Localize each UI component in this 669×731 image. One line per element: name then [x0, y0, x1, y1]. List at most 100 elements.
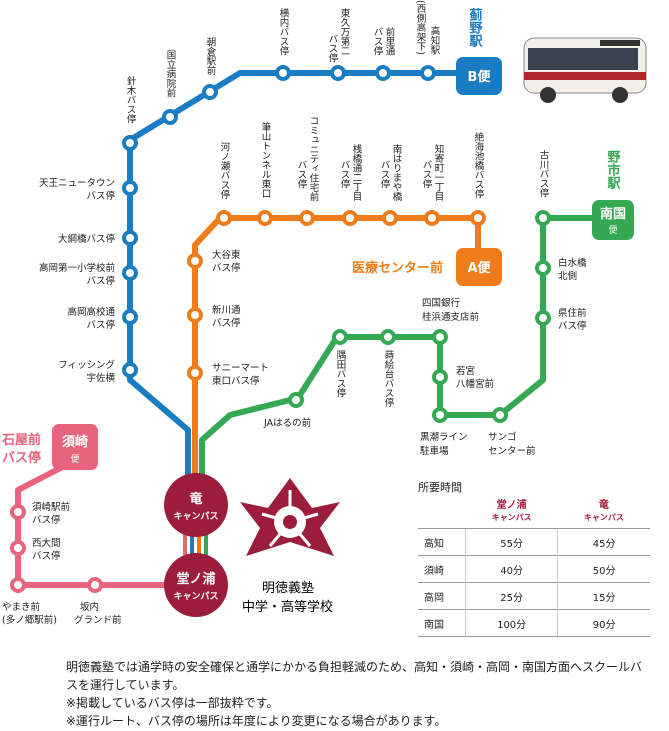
label-kokuritsu: 国立病院前 — [165, 50, 177, 98]
route-line-nankoku — [199, 215, 600, 495]
header-ryu: 竜キャンパス — [583, 500, 624, 522]
stop-ja — [288, 392, 304, 408]
label-sango-2: センター前 — [488, 445, 536, 457]
time-ryu: 50分 — [557, 555, 650, 583]
label-tenno-2: バス停 — [86, 190, 115, 202]
label-kenju-1: 県住前 — [558, 307, 587, 319]
campus-ryu-sub: キャンパス — [173, 510, 218, 522]
bus-route-map: B便 A便 南国 便 須崎 便 蓟野駅 野市駅 石屋前 バス停 医療センター前 … — [1, 0, 647, 626]
label-makie: 蒔絵台バス停 — [383, 349, 395, 408]
label-chiyori-2: バス停 — [421, 160, 433, 189]
stop-takaoka-hs — [122, 309, 138, 325]
stop-community — [299, 210, 315, 226]
school-subname: 中学・高等学校 — [242, 599, 333, 615]
label-koichi-1: 高知駅 — [429, 25, 441, 55]
badge-susaki-label2: 便 — [70, 453, 79, 465]
campus-ryu-name: 竜 — [189, 491, 202, 507]
route-cell: 高知 — [418, 528, 466, 556]
stop-fishing — [122, 362, 138, 378]
terminal-noichi: 野市駅 — [605, 150, 622, 190]
table-row: 南国 100分 90分 — [418, 609, 650, 637]
time-ryu: 15分 — [557, 582, 650, 610]
terminal-akeno: 蓟野駅 — [467, 7, 484, 48]
badge-a — [456, 248, 502, 286]
stop-sunny — [187, 365, 203, 381]
label-yamaki-1: やまき前 — [2, 601, 40, 613]
label-minami-2: バス停 — [379, 160, 391, 189]
badge-b — [456, 57, 502, 95]
label-yamaki-2: (多ノ郷駅前) — [2, 614, 57, 626]
label-sakauchi-1: 坂内 — [80, 601, 99, 613]
table-row: 須崎 40分 50分 — [418, 555, 650, 583]
route-cell: 高岡 — [418, 582, 466, 610]
label-otsuna: 大綱橋バス停 — [58, 233, 116, 245]
stop-maesato — [375, 65, 391, 81]
route-line-b — [127, 70, 460, 495]
label-kawanose: 河ノ瀬バス停 — [219, 141, 231, 200]
school-logo — [240, 478, 340, 556]
label-nishioma-1: 西大間 — [32, 537, 61, 549]
terminal-iryo: 医療センター前 — [352, 260, 443, 276]
stop-otsuna — [122, 230, 138, 246]
label-shikoku-bank-1: 四国銀行 — [422, 297, 461, 309]
label-shikoku-bank-2: 桂浜通支店前 — [422, 311, 479, 323]
stop-wakamiya — [432, 369, 448, 385]
badge-b-label: B便 — [468, 69, 492, 85]
stop-shinkawa — [187, 307, 203, 323]
terminal-ishiya-1: 石屋前 — [1, 432, 41, 448]
label-sakauchi-2: グランド前 — [74, 614, 122, 626]
label-yokouchi: 横内バス停 — [278, 7, 290, 56]
label-shiramizu-2: 北側 — [558, 270, 577, 282]
stop-makie — [380, 329, 396, 345]
stop-tenno — [122, 180, 138, 196]
label-otani-2: バス停 — [212, 262, 241, 274]
stop-shiramizu — [535, 260, 551, 276]
label-wakamiya-1: 若宮 — [456, 365, 475, 377]
label-kuroshio-2: 駐車場 — [420, 445, 449, 457]
label-tenno-1: 天王ニュータウン — [39, 178, 115, 189]
time-ryu: 90分 — [557, 609, 650, 637]
stop-sumida — [332, 329, 348, 345]
label-kuroshio-1: 黒潮ライン — [420, 431, 468, 443]
travel-time-grid: 堂ノ浦キャンパス 竜キャンパス 高知 55分 45分 須崎 40分 50分 高岡… — [418, 499, 650, 637]
stop-kawanose — [216, 210, 232, 226]
stop-kuroshio — [432, 407, 448, 423]
label-community-1: コミュニティ住宅前 — [308, 116, 320, 202]
time-donoura: 100分 — [464, 609, 558, 637]
label-wakamiya-2: 八幡宮前 — [456, 378, 494, 390]
label-ja: JAはるの前 — [263, 417, 311, 429]
stop-susaki-eki — [10, 504, 26, 520]
stop-nishioma — [10, 540, 26, 556]
label-fishing-1: フィッシング — [58, 359, 115, 371]
route-cell: 須崎 — [418, 555, 466, 583]
header-donoura: 堂ノ浦キャンパス — [491, 500, 532, 522]
badge-a-label: A便 — [467, 260, 491, 276]
label-takaoka1-2: バス停 — [86, 275, 115, 287]
label-minami-1: 南はりまや橋 — [391, 143, 403, 202]
label-sango-1: サンゴ — [488, 431, 517, 443]
label-maesato-2: バス停 — [372, 27, 384, 56]
stop-kokuritsu — [162, 109, 178, 125]
stop-furukawa — [535, 210, 551, 226]
label-hariki: 針木バス停 — [125, 75, 137, 124]
label-susaki-eki-2: バス停 — [32, 514, 61, 526]
label-koichi-2: (西側高架下) — [415, 0, 427, 55]
label-hitsuzan: 筆山トンネル東口 — [260, 121, 272, 198]
campus-donoura — [164, 553, 228, 617]
label-sumida: 隅田バス停 — [335, 350, 347, 398]
badge-nankoku-label2: 便 — [608, 224, 617, 236]
stop-takaoka1 — [122, 265, 138, 281]
label-chiyori-1: 知寄町一丁目 — [433, 143, 445, 201]
table-row: 高知 55分 45分 — [418, 528, 650, 556]
stop-sakauchi — [87, 577, 103, 593]
stop-yokouchi — [275, 65, 291, 81]
stop-sanbashi — [342, 210, 358, 226]
school-name: 明徳義塾 — [262, 580, 314, 596]
label-otani-1: 大谷東 — [212, 249, 241, 261]
label-shinkawa-2: バス停 — [212, 317, 241, 329]
stop-sango — [492, 407, 508, 423]
stop-kenju — [535, 310, 551, 326]
time-ryu: 45分 — [557, 528, 650, 556]
label-higashikuma-2: バス停 — [327, 34, 339, 63]
time-donoura: 25分 — [464, 582, 558, 610]
